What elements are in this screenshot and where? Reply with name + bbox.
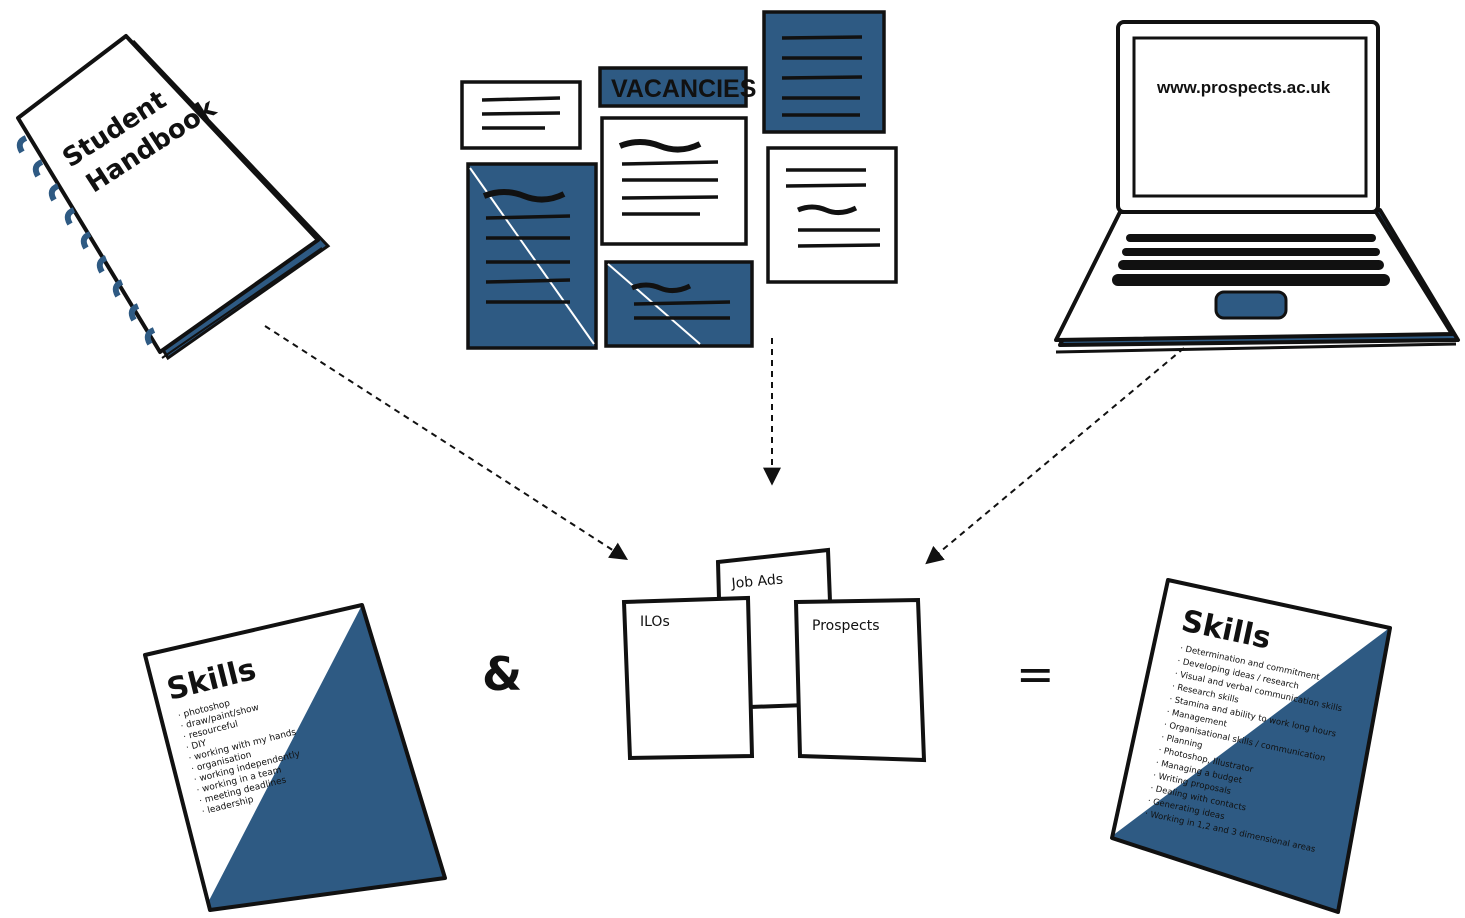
ampersand-symbol: & bbox=[482, 647, 522, 701]
vacancies-header-box bbox=[598, 66, 748, 108]
prospects-document bbox=[793, 597, 927, 763]
skills-sheet-before: Skills · photoshop· draw/paint/show· res… bbox=[143, 603, 447, 912]
vacancy-card bbox=[460, 80, 582, 150]
trackpad bbox=[1214, 290, 1288, 320]
arrow-laptop-to-docs bbox=[925, 347, 1185, 565]
prospects-label: Prospects bbox=[812, 618, 879, 634]
vacancies-board: VACANCIES bbox=[460, 10, 898, 350]
student-handbook: Student Handbook bbox=[16, 34, 331, 361]
ilos-label: ILOs bbox=[640, 614, 670, 630]
laptop-screen bbox=[1132, 36, 1368, 198]
vacancy-card bbox=[762, 10, 886, 134]
vacancies-header: VACANCIES bbox=[611, 75, 756, 103]
laptop-icon: www.prospects.ac.uk bbox=[1054, 20, 1460, 354]
equals-symbol: = bbox=[1016, 647, 1055, 701]
laptop-url: www.prospects.ac.uk bbox=[1156, 78, 1331, 97]
ilos-document bbox=[621, 595, 755, 761]
spiral-binding-icon bbox=[16, 135, 156, 346]
handbook-cover bbox=[16, 34, 320, 354]
source-documents: Job Ads ILOs Prospects bbox=[621, 547, 927, 763]
job-ads-label: Job Ads bbox=[730, 572, 784, 593]
flow-arrows bbox=[264, 325, 1185, 565]
keyboard-icon bbox=[1112, 234, 1390, 286]
arrow-handbook-to-docs bbox=[264, 325, 629, 560]
vacancy-card bbox=[766, 146, 898, 284]
skills-sheet-after: Skills · Determination and commitment· D… bbox=[1110, 578, 1392, 914]
